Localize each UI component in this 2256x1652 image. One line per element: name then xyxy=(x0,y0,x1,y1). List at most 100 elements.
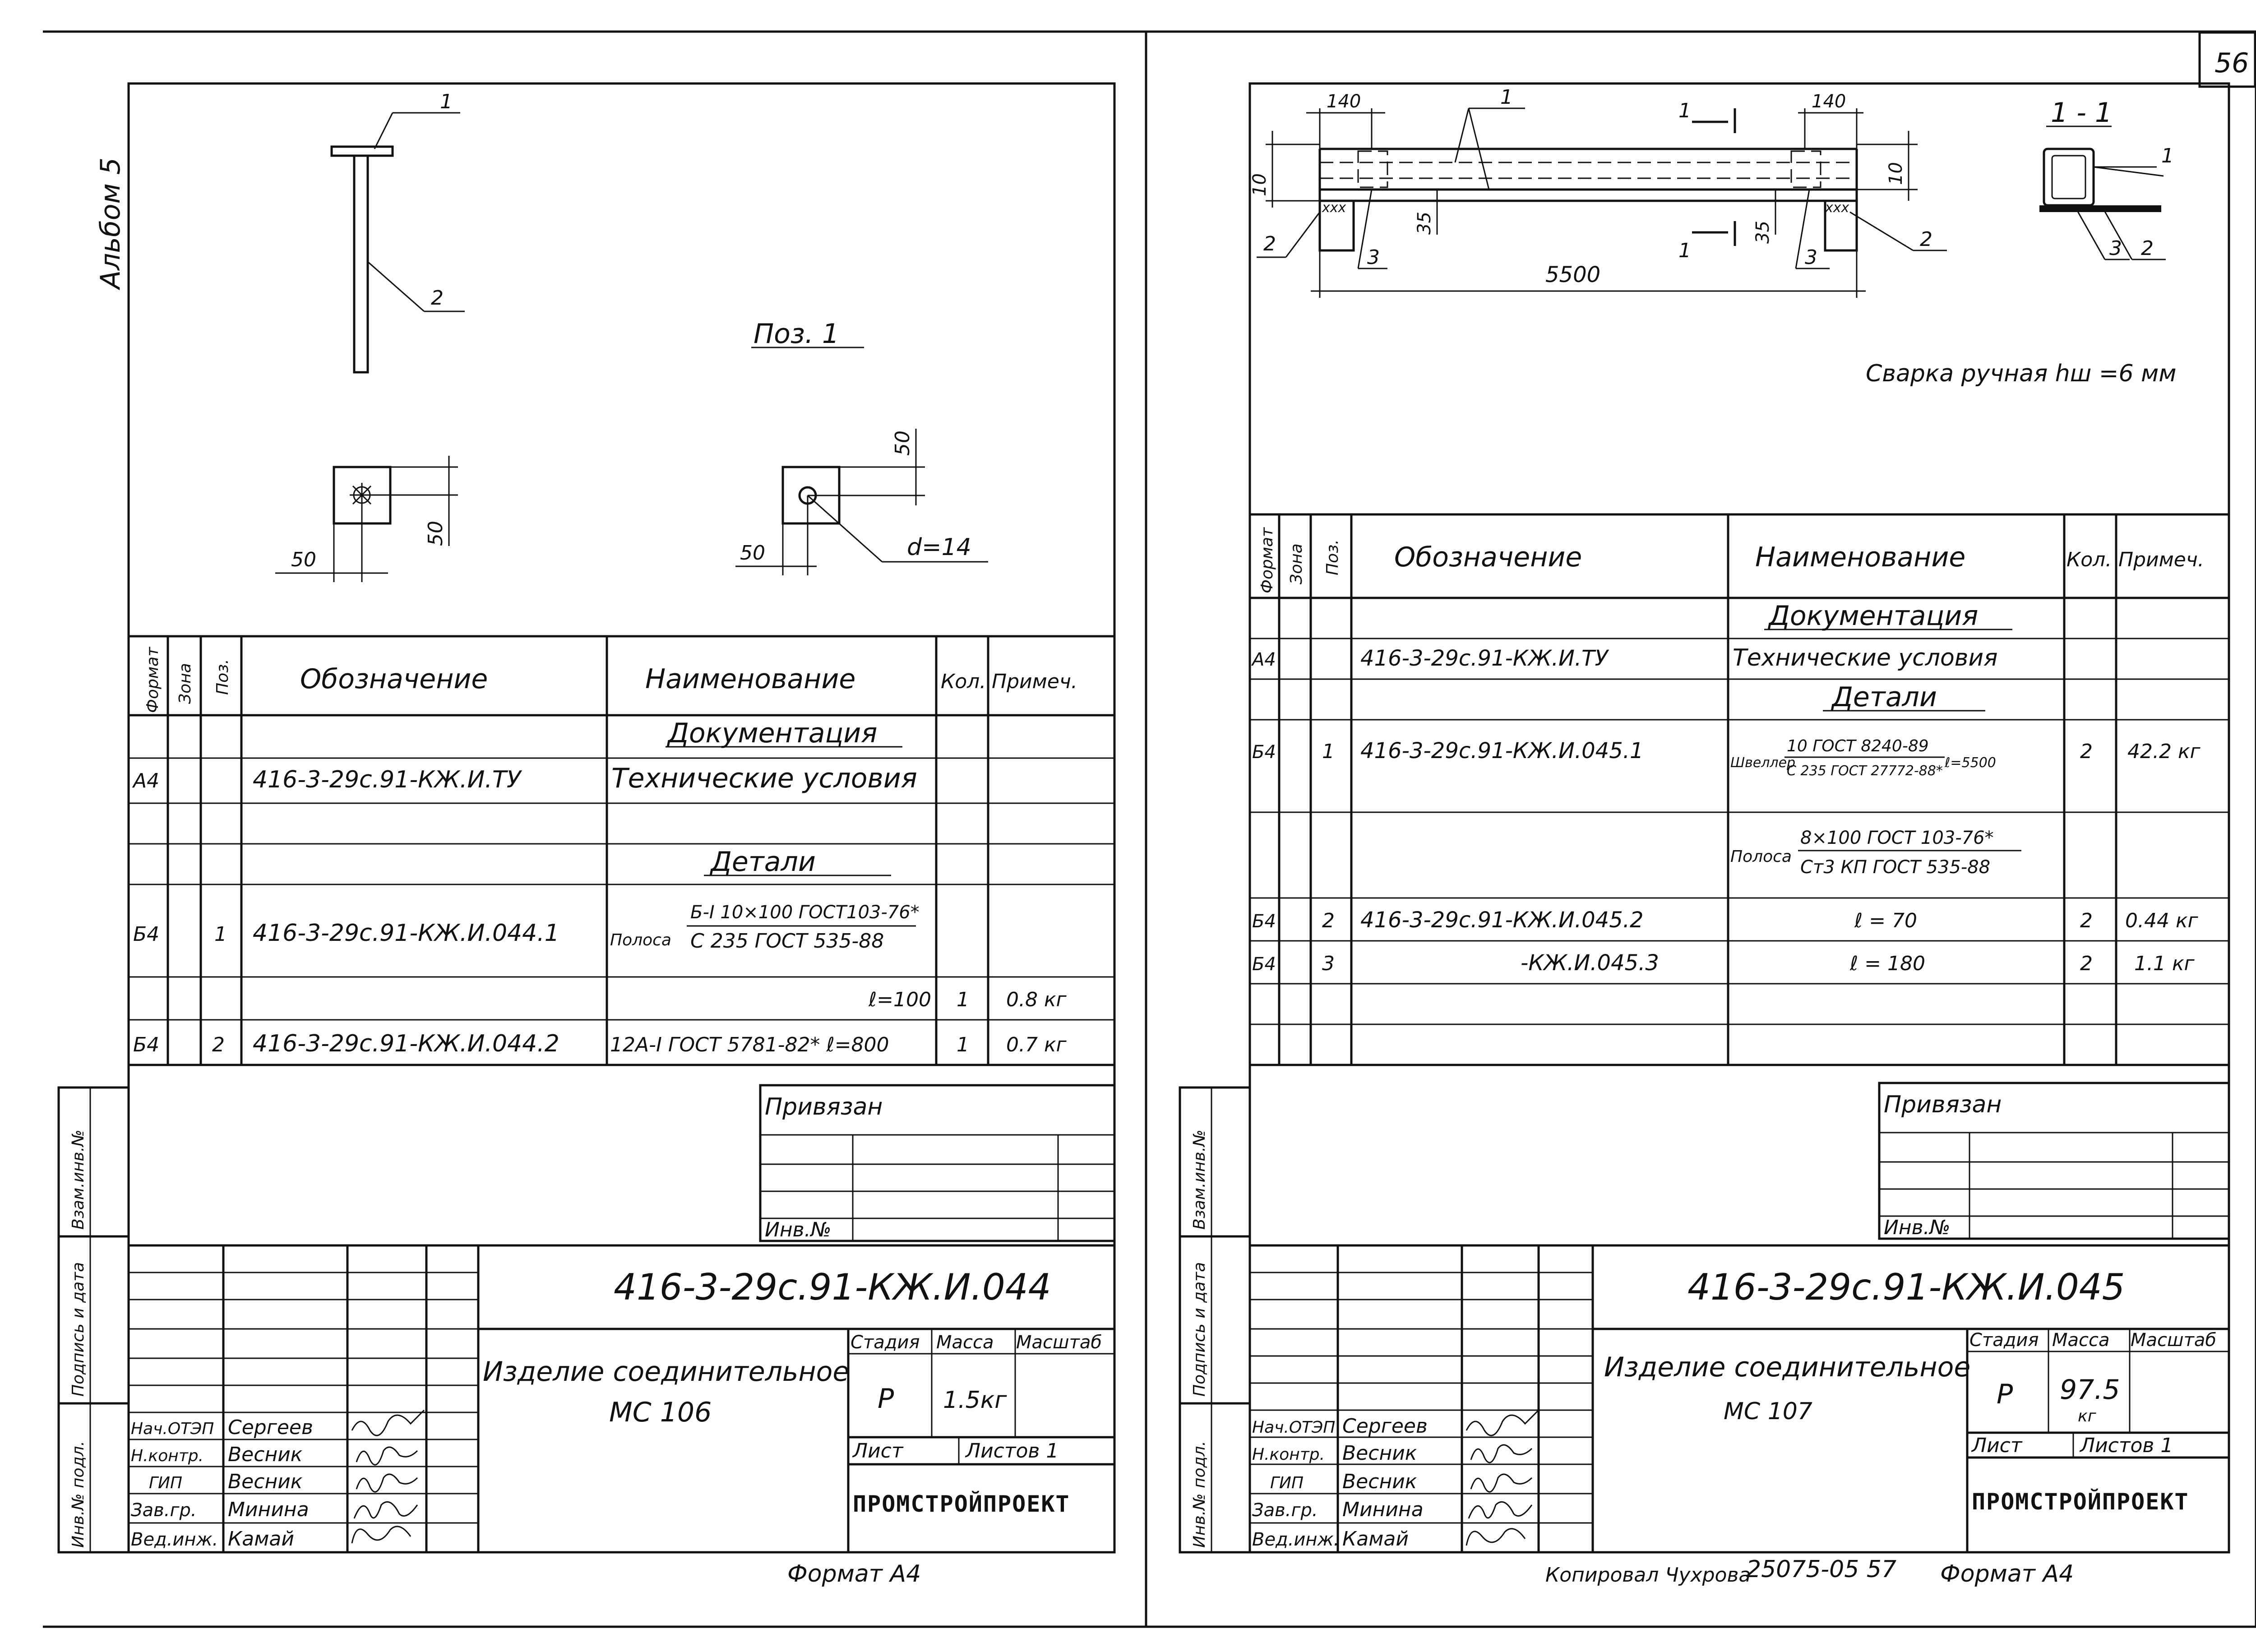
left-callout-1: 1 xyxy=(440,90,453,113)
left-title-name-1: Изделие соединительное xyxy=(483,1356,849,1388)
left-signatures xyxy=(351,1409,425,1544)
right-r1-designation: 416-3-29с.91-КЖ.И.ТУ xyxy=(1360,646,1609,671)
left-r2-pos: 1 xyxy=(214,923,227,946)
right-dim-35-b: 35 xyxy=(1752,221,1773,244)
left-staff-name-3: Минина xyxy=(228,1498,309,1521)
left-r2-name-prefix: Полоса xyxy=(610,931,671,949)
right-r3-format: Б4 xyxy=(1252,911,1276,932)
left-title-code: 416-3-29с.91-КЖ.И.044 xyxy=(614,1266,1051,1308)
right-side-stamp: Взам.инв.№ Подпись и дата Инв.№ подл. xyxy=(1179,1086,1251,1554)
left-hdr-format: Формат xyxy=(143,647,162,713)
right-sec-callout-3: 3 xyxy=(2109,237,2122,260)
right-dim-10-b: 10 xyxy=(1886,162,1906,185)
right-r2b-name-num: 8×100 ГОСТ 103-76* xyxy=(1800,828,1994,848)
right-staff-role-2: ГИП xyxy=(1270,1474,1304,1492)
left-dim-diameter: d=14 xyxy=(907,534,971,561)
left-staff-role-1: Н.контр. xyxy=(131,1447,203,1465)
right-staff-role-4: Вед.инж. xyxy=(1252,1529,1339,1550)
right-callout-1: 1 xyxy=(1500,86,1513,109)
right-r2-name-suffix: ℓ=5500 xyxy=(1944,755,1996,771)
left-title-block: 416-3-29с.91-КЖ.И.044 Изделие соединител… xyxy=(129,1244,1114,1552)
right-sec-callout-2: 2 xyxy=(2141,237,2154,260)
right-stage: Р xyxy=(1997,1379,2013,1410)
left-r2-name-den: С 235 ГОСТ 535-88 xyxy=(690,930,884,953)
right-callout-3-right: 3 xyxy=(1805,246,1817,269)
right-staff-role-0: Нач.ОТЭП xyxy=(1252,1418,1335,1437)
right-sheet: Лист xyxy=(1971,1434,2023,1457)
right-org: ПРОМСТРОЙПРОЕКТ xyxy=(1972,1488,2189,1515)
right-section-title: 1 - 1 xyxy=(2051,97,2112,129)
right-hdr-format: Формат xyxy=(1258,527,1276,593)
right-r2-pos: 1 xyxy=(1322,740,1335,763)
left-r2b-qty: 1 xyxy=(957,988,969,1011)
right-dim-35-a: 35 xyxy=(1414,212,1435,235)
right-hdr-zone: Зона xyxy=(1287,543,1306,584)
right-r4-name: ℓ = 180 xyxy=(1849,952,1925,975)
right-staff-name-3: Минина xyxy=(1342,1498,1424,1521)
left-dim-50-vert-b: 50 xyxy=(891,430,914,456)
right-inv-podl: Инв.№ подл. xyxy=(1190,1441,1209,1548)
right-section-1-1: 1 - 1 1 2 3 xyxy=(2039,97,2174,260)
right-staff-role-3: Зав.гр. xyxy=(1252,1500,1318,1521)
right-section-parts: Детали xyxy=(1831,681,1937,713)
right-title-name-1: Изделие соединительное xyxy=(1604,1351,1970,1383)
right-r2-format: Б4 xyxy=(1252,742,1276,763)
right-section-docs: Документация xyxy=(1767,600,1978,632)
left-staff-role-2: ГИП xyxy=(149,1474,182,1492)
left-section-docs: Документация xyxy=(666,717,877,749)
right-r2b-name-den: Ст3 КП ГОСТ 535-88 xyxy=(1800,857,1990,878)
right-title-name-2: МС 107 xyxy=(1724,1398,1812,1425)
right-r2-name-den: С 235 ГОСТ 27772-88* xyxy=(1787,763,1943,779)
left-dim-50-vert-a: 50 xyxy=(424,521,447,546)
right-r1-name: Технические условия xyxy=(1733,644,1998,671)
left-hdr-note: Примеч. xyxy=(992,670,1077,693)
left-inv-no: Инв.№ xyxy=(765,1218,831,1241)
right-mass-header: Масса xyxy=(2052,1330,2110,1351)
left-hdr-qty: Кол. xyxy=(941,670,986,693)
left-pos1-detail: Поз. 1 50 50 d=14 xyxy=(735,318,988,575)
right-title-block: 416-3-29с.91-КЖ.И.045 Изделие соединител… xyxy=(1250,1244,2229,1552)
left-staff-role-3: Зав.гр. xyxy=(131,1500,197,1521)
right-r3-name: ℓ = 70 xyxy=(1854,909,1917,932)
right-callout-3-left: 3 xyxy=(1367,246,1380,269)
right-sec-callout-1: 1 xyxy=(2161,144,2174,167)
right-dim-140-a: 140 xyxy=(1327,91,1361,112)
left-staff-role-0: Нач.ОТЭП xyxy=(131,1420,214,1438)
right-r2-name-num: 10 ГОСТ 8240-89 xyxy=(1787,737,1929,755)
left-section-parts: Детали xyxy=(709,846,816,878)
left-staff-role-4: Вед.инж. xyxy=(131,1529,218,1550)
left-dim-50-horiz-a: 50 xyxy=(291,548,316,571)
right-r2b-name-prefix: Полоса xyxy=(1730,847,1792,866)
right-r1-format: А4 xyxy=(1251,649,1276,670)
left-part-drawing: 1 2 50 50 xyxy=(275,90,465,582)
right-r2-qty: 2 xyxy=(2080,740,2093,763)
right-r2-note: 42.2 кг xyxy=(2127,740,2201,763)
right-signatures xyxy=(1465,1409,1539,1546)
right-dim-140-b: 140 xyxy=(1812,91,1846,112)
right-staff-name-2: Весник xyxy=(1342,1470,1417,1493)
left-inv-podl: Инв.№ подл. xyxy=(69,1441,88,1548)
left-title-name-2: МС 106 xyxy=(609,1397,712,1428)
right-copied-by: Копировал Чухрова xyxy=(1545,1564,1751,1587)
left-staff-name-4: Камай xyxy=(228,1527,294,1550)
left-sheet: Лист xyxy=(852,1439,904,1462)
right-weld-x-2: xxx xyxy=(1825,200,1849,216)
left-hdr-name: Наименование xyxy=(645,663,855,695)
right-callout-2-right: 2 xyxy=(1920,228,1932,251)
left-r1-name: Технические условия xyxy=(611,763,917,794)
left-sheet: 1 2 50 50 Поз. 1 xyxy=(57,82,1116,1587)
left-mass-header: Масса xyxy=(936,1332,994,1353)
left-r3-name: 12А-I ГОСТ 5781-82* ℓ=800 xyxy=(610,1033,889,1056)
right-hdr-pos: Поз. xyxy=(1323,539,1342,575)
left-hdr-pos: Поз. xyxy=(213,659,232,695)
right-hdr-designation: Обозначение xyxy=(1394,541,1582,573)
left-scale-header: Масштаб xyxy=(1016,1332,1102,1353)
right-sheet: xxx xxx 140 140 10 10 35 35 xyxy=(1179,82,2230,1587)
left-vzam: Взам.инв.№ xyxy=(69,1129,88,1230)
left-staff-name-1: Весник xyxy=(228,1443,303,1466)
left-r3-qty: 1 xyxy=(957,1033,969,1056)
right-spec-table: Формат Зона Поз. Обозначение Наименовани… xyxy=(1250,513,2229,1066)
left-r1-format: А4 xyxy=(132,769,159,792)
left-dim-50-horiz-b: 50 xyxy=(740,541,765,565)
right-r4-qty: 2 xyxy=(2080,952,2093,975)
